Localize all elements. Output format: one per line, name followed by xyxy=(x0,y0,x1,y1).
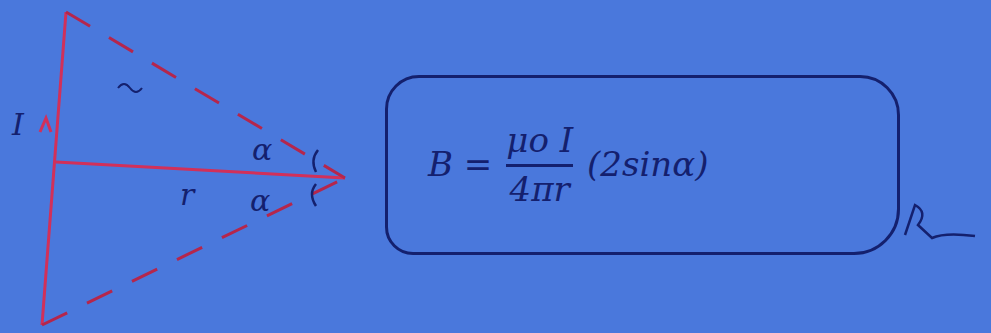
distance-label: r xyxy=(180,180,194,210)
formula-factor: (2sinα) xyxy=(587,146,708,183)
dashed-line xyxy=(42,178,345,325)
fraction-bar xyxy=(506,164,573,167)
numerator: μo I xyxy=(506,122,573,159)
denominator: 4πr xyxy=(510,171,570,208)
scribble xyxy=(118,84,142,92)
current-arrow xyxy=(40,118,51,132)
distance-line xyxy=(56,162,345,178)
fraction: μo I 4πr xyxy=(506,122,573,208)
formula-lhs: B = xyxy=(428,146,492,183)
current-label: I xyxy=(12,110,24,140)
current-wire xyxy=(42,12,66,325)
formula-box: B = μo I 4πr (2sinα) xyxy=(385,75,900,255)
angle-label: α xyxy=(252,135,272,165)
angle-arc xyxy=(313,150,318,172)
scribble xyxy=(905,205,975,238)
angle-label: α xyxy=(250,186,270,216)
dashed-line xyxy=(66,12,345,178)
angle-arc xyxy=(312,184,316,206)
